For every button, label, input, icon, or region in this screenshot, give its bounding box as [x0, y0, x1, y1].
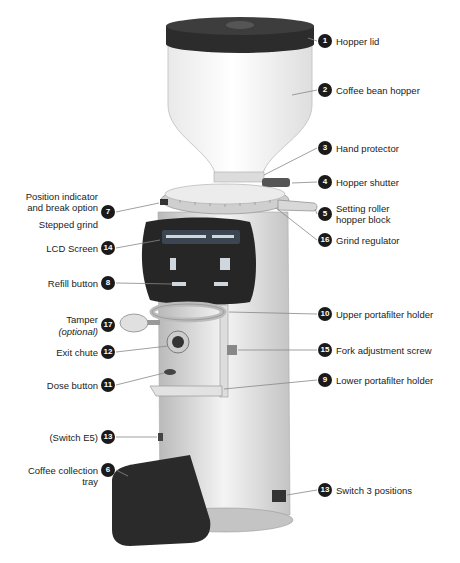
callout-number: 3: [318, 141, 332, 155]
callout-number: 2: [318, 83, 332, 97]
part-label: Upper portafilter holder: [336, 309, 433, 320]
part-label: Coffee collection tray: [18, 465, 98, 487]
part-label: (optional): [58, 326, 98, 337]
callout-number: 7: [101, 205, 115, 219]
part-label: Position indicator and break option: [13, 191, 98, 213]
callout-number: 6: [101, 463, 115, 477]
callout-number: 10: [318, 307, 332, 321]
part-label: Exit chute: [56, 347, 98, 358]
callout-number: 8: [101, 276, 115, 290]
callout-number: 14: [101, 241, 115, 255]
part-label: Refill button: [48, 278, 98, 289]
callout-number: 13: [318, 483, 332, 497]
callout-number: 5: [318, 207, 332, 221]
callout-number: 15: [318, 343, 332, 357]
callout-number: 13: [101, 430, 115, 444]
callout-number: 1: [318, 34, 332, 48]
part-label: Hopper lid: [336, 36, 379, 47]
part-label: Stepped grind: [39, 219, 98, 230]
part-label: Lower portafilter holder: [336, 375, 433, 386]
part-label: Grind regulator: [336, 235, 399, 246]
callout-number: 4: [318, 175, 332, 189]
callout-number: 9: [318, 373, 332, 387]
part-label: Switch 3 positions: [336, 485, 412, 496]
callout-number: 16: [318, 233, 332, 247]
part-label: Fork adjustment screw: [336, 345, 432, 356]
part-label: (Switch E5): [49, 432, 98, 443]
part-label: LCD Screen: [46, 243, 98, 254]
callout-number: 11: [101, 378, 115, 392]
part-label: Hand protector: [336, 143, 399, 154]
callout-number: 12: [101, 345, 115, 359]
part-label: Setting roller hopper block: [336, 203, 411, 225]
part-label: Coffee bean hopper: [336, 85, 420, 96]
part-label: Dose button: [47, 380, 98, 391]
part-label: Hopper shutter: [336, 177, 399, 188]
callout-number: 17: [101, 318, 115, 332]
part-label: Tamper: [66, 314, 98, 325]
